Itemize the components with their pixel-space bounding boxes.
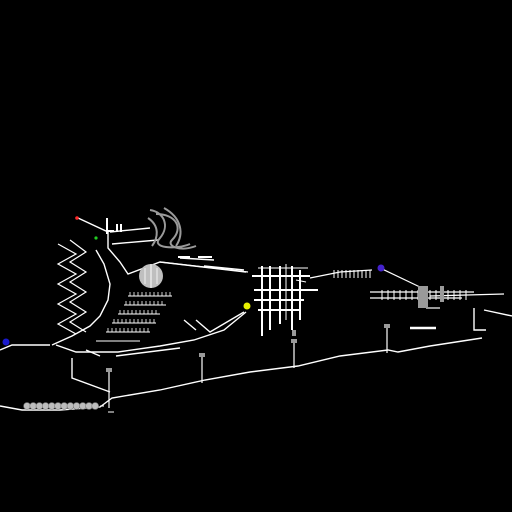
chain-node: [41, 402, 50, 410]
block: [116, 224, 118, 232]
red-gem-icon[interactable]: [75, 216, 79, 220]
zigzag-ladder: [56, 239, 88, 335]
chain-node: [91, 402, 99, 410]
lattice-thin: [258, 264, 308, 320]
diagonal-bridge: [159, 261, 249, 273]
chain-node: [66, 402, 75, 410]
pylon: [418, 286, 428, 308]
main-structure: [51, 217, 247, 393]
chain-node: [60, 402, 68, 410]
chain-node: [35, 402, 44, 410]
terrain-ground: [0, 308, 512, 411]
post-cap: [106, 368, 112, 372]
chain-links: [23, 402, 99, 410]
post-cap: [291, 339, 297, 343]
chain-node: [54, 402, 62, 410]
right-pylons: [418, 286, 444, 308]
goal-marker-icon[interactable]: [377, 264, 385, 272]
support-posts: [108, 327, 388, 408]
block: [198, 256, 212, 258]
chain-node: [23, 402, 31, 410]
rotor-icon: [139, 264, 163, 288]
block: [106, 218, 108, 234]
chain-node: [72, 402, 81, 410]
pylon: [440, 286, 444, 302]
post-cap: [384, 324, 390, 328]
block: [120, 224, 122, 232]
slat-ticks: [107, 292, 171, 332]
chain-tail: [100, 405, 114, 413]
small-blocks: [106, 218, 212, 258]
rope-tangle: [147, 207, 197, 250]
block: [108, 230, 114, 232]
start-marker-icon[interactable]: [2, 338, 10, 346]
green-gem-icon[interactable]: [94, 236, 98, 240]
chain-node: [85, 402, 93, 410]
player-ball-icon[interactable]: [243, 302, 251, 310]
chain-node: [29, 402, 37, 410]
lattice-joint: [292, 330, 296, 336]
chain-node: [79, 402, 87, 410]
chain-node: [48, 402, 56, 410]
post-caps: [106, 324, 390, 372]
post-cap: [199, 353, 205, 357]
block: [178, 256, 190, 258]
